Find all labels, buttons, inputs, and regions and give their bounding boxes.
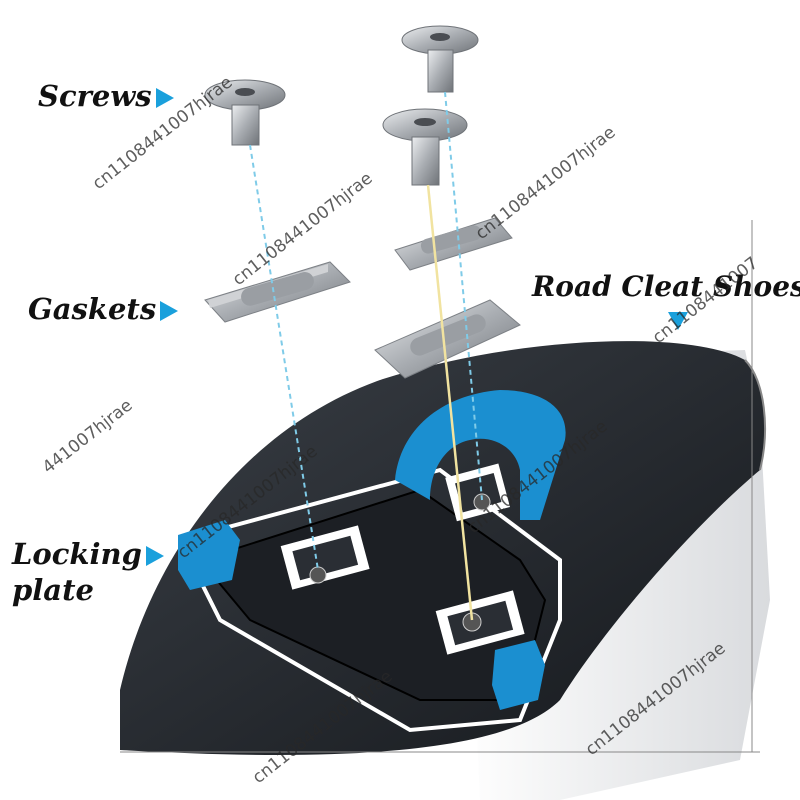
arrow-right-icon [145, 546, 164, 566]
arrow-right-icon [160, 301, 179, 321]
label-road-cleat-shoes: Road Cleat Shoes [532, 269, 800, 305]
plate-slot-left-inner [292, 535, 359, 581]
alignment-line-right-front [426, 184, 474, 621]
screw-left [204, 79, 286, 146]
label-gaskets-text: Gaskets [28, 292, 157, 326]
cleat-blue-pad-left [178, 520, 240, 590]
arrow-right-icon [155, 88, 174, 108]
gasket-right-back [394, 217, 513, 271]
label-road-cleat-shoes-text: Road Cleat Shoes [532, 270, 800, 303]
label-locking-plate-line1: Locking [12, 537, 142, 571]
screw-hole-left [309, 566, 327, 584]
label-gaskets: Gaskets [28, 291, 179, 327]
screw-hole-top [473, 493, 491, 511]
gasket-right-front [374, 299, 521, 379]
label-locking-plate: Locking plate [12, 536, 164, 608]
cleat-blue-pad-right [492, 640, 545, 710]
gasket-left [204, 261, 351, 323]
screw-right-front [382, 108, 468, 186]
label-screws-text: Screws [38, 79, 152, 113]
label-locking-plate-line2: plate [12, 573, 94, 607]
sole-edge-highlight [744, 359, 766, 471]
cleat-blue-arch [395, 390, 566, 520]
label-screws: Screws [38, 78, 174, 114]
arrow-down-icon [668, 312, 688, 330]
screw-right-back [401, 25, 479, 93]
